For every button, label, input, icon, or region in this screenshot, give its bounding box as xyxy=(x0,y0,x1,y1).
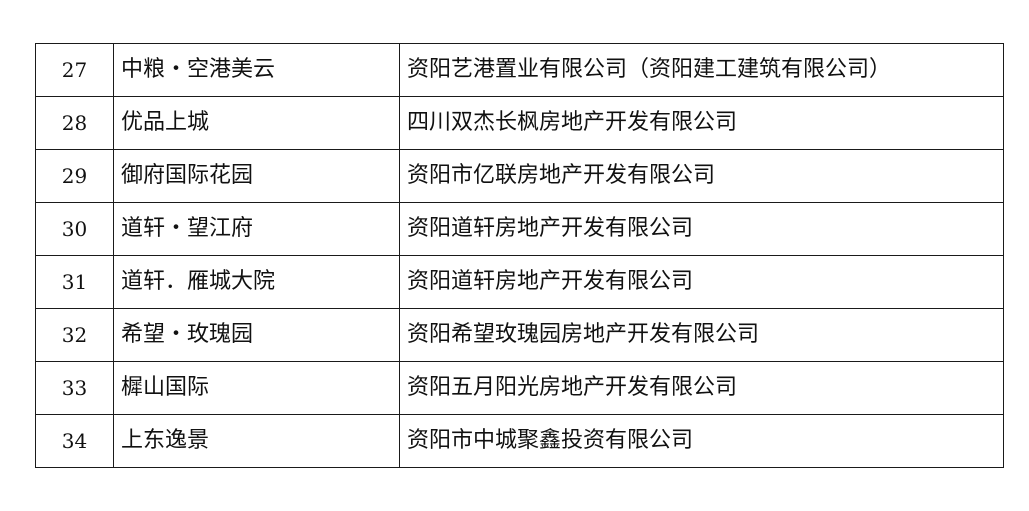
project-name: 道轩．雁城大院 xyxy=(113,255,400,309)
project-table: 27 中粮・空港美云 资阳艺港置业有限公司（资阳建工建筑有限公司） 28 优品上… xyxy=(35,43,1004,468)
project-name: 上东逸景 xyxy=(113,414,400,468)
table-row: 29 御府国际花园 资阳市亿联房地产开发有限公司 xyxy=(35,149,1004,203)
developer-company: 资阳道轩房地产开发有限公司 xyxy=(399,202,1004,256)
table-row: 32 希望・玫瑰园 资阳希望玫瑰园房地产开发有限公司 xyxy=(35,308,1004,362)
project-name: 优品上城 xyxy=(113,96,400,150)
row-number: 29 xyxy=(35,149,114,203)
row-number: 34 xyxy=(35,414,114,468)
row-number: 30 xyxy=(35,202,114,256)
table-row: 34 上东逸景 资阳市中城聚鑫投资有限公司 xyxy=(35,414,1004,468)
developer-company: 资阳市中城聚鑫投资有限公司 xyxy=(399,414,1004,468)
table-row: 28 优品上城 四川双杰长枫房地产开发有限公司 xyxy=(35,96,1004,150)
table-row: 31 道轩．雁城大院 资阳道轩房地产开发有限公司 xyxy=(35,255,1004,309)
developer-company: 资阳市亿联房地产开发有限公司 xyxy=(399,149,1004,203)
table-row: 27 中粮・空港美云 资阳艺港置业有限公司（资阳建工建筑有限公司） xyxy=(35,43,1004,97)
row-number: 32 xyxy=(35,308,114,362)
table-row: 33 樨山国际 资阳五月阳光房地产开发有限公司 xyxy=(35,361,1004,415)
row-number: 31 xyxy=(35,255,114,309)
project-name: 希望・玫瑰园 xyxy=(113,308,400,362)
developer-company: 资阳艺港置业有限公司（资阳建工建筑有限公司） xyxy=(399,43,1004,97)
project-table-body: 27 中粮・空港美云 资阳艺港置业有限公司（资阳建工建筑有限公司） 28 优品上… xyxy=(35,43,1004,468)
table-row: 30 道轩・望江府 资阳道轩房地产开发有限公司 xyxy=(35,202,1004,256)
project-name: 中粮・空港美云 xyxy=(113,43,400,97)
project-name: 樨山国际 xyxy=(113,361,400,415)
developer-company: 资阳道轩房地产开发有限公司 xyxy=(399,255,1004,309)
row-number: 27 xyxy=(35,43,114,97)
developer-company: 资阳希望玫瑰园房地产开发有限公司 xyxy=(399,308,1004,362)
project-name: 道轩・望江府 xyxy=(113,202,400,256)
developer-company: 四川双杰长枫房地产开发有限公司 xyxy=(399,96,1004,150)
project-name: 御府国际花园 xyxy=(113,149,400,203)
developer-company: 资阳五月阳光房地产开发有限公司 xyxy=(399,361,1004,415)
row-number: 28 xyxy=(35,96,114,150)
row-number: 33 xyxy=(35,361,114,415)
